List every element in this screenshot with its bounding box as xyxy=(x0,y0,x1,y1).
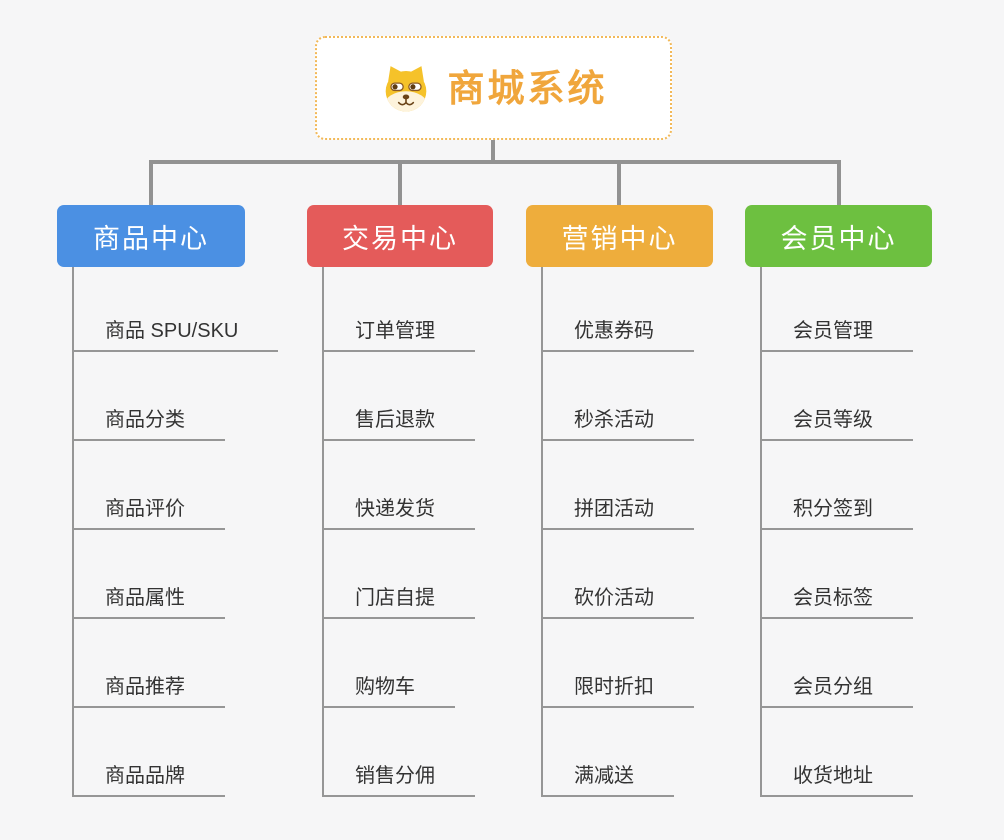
leaf-row: 销售分佣 xyxy=(322,708,475,797)
connector-drop-members xyxy=(837,160,841,207)
leaf-node[interactable]: 限时折扣 xyxy=(541,675,694,708)
leaf-node[interactable]: 拼团活动 xyxy=(541,497,694,530)
leaf-node[interactable]: 会员等级 xyxy=(760,408,913,441)
leaf-row: 拼团活动 xyxy=(541,441,694,530)
branch-children-marketing-center: 优惠券码 秒杀活动 拼团活动 砍价活动 限时折扣 满减送 xyxy=(541,267,694,797)
leaf-node[interactable]: 商品属性 xyxy=(72,586,225,619)
leaf-node[interactable]: 收货地址 xyxy=(760,764,913,797)
leaf-row: 门店自提 xyxy=(322,530,475,619)
leaf-row: 会员标签 xyxy=(760,530,913,619)
leaf-node[interactable]: 购物车 xyxy=(322,675,455,708)
leaf-node[interactable]: 售后退款 xyxy=(322,408,475,441)
leaf-node[interactable]: 满减送 xyxy=(541,764,674,797)
leaf-row: 订单管理 xyxy=(322,267,475,352)
leaf-row: 售后退款 xyxy=(322,352,475,441)
connector-drop-marketing xyxy=(617,160,621,207)
leaf-node[interactable]: 积分签到 xyxy=(760,497,913,530)
leaf-row: 快递发货 xyxy=(322,441,475,530)
leaf-row: 会员管理 xyxy=(760,267,913,352)
root-node[interactable]: 商城系统 xyxy=(315,36,672,140)
leaf-row: 收货地址 xyxy=(760,708,913,797)
branch-children-trade-center: 订单管理 售后退款 快递发货 门店自提 购物车 销售分佣 xyxy=(322,267,475,797)
leaf-row: 积分签到 xyxy=(760,441,913,530)
leaf-row: 商品 SPU/SKU xyxy=(72,267,279,352)
branch-node-marketing-center[interactable]: 营销中心 xyxy=(526,205,713,267)
branch-children-product-center: 商品 SPU/SKU 商品分类 商品评价 商品属性 商品推荐 商品品牌 xyxy=(72,267,279,797)
leaf-row: 砍价活动 xyxy=(541,530,694,619)
leaf-node[interactable]: 会员标签 xyxy=(760,586,913,619)
leaf-row: 商品品牌 xyxy=(72,708,278,797)
leaf-row: 购物车 xyxy=(322,619,475,708)
leaf-row: 商品分类 xyxy=(72,352,278,441)
leaf-row: 会员等级 xyxy=(760,352,913,441)
root-label: 商城系统 xyxy=(447,67,608,109)
leaf-row: 商品评价 xyxy=(72,441,278,530)
leaf-node[interactable]: 秒杀活动 xyxy=(541,408,694,441)
branch-node-trade-center[interactable]: 交易中心 xyxy=(307,205,493,267)
leaf-node[interactable]: 会员分组 xyxy=(760,675,913,708)
leaf-node[interactable]: 商品推荐 xyxy=(72,675,225,708)
leaf-row: 限时折扣 xyxy=(541,619,694,708)
leaf-node[interactable]: 销售分佣 xyxy=(322,764,475,797)
leaf-node[interactable]: 会员管理 xyxy=(760,319,913,352)
leaf-row: 秒杀活动 xyxy=(541,352,694,441)
leaf-node[interactable]: 门店自提 xyxy=(322,586,475,619)
leaf-node[interactable]: 商品 SPU/SKU xyxy=(72,319,279,352)
connector-drop-trade xyxy=(398,160,402,207)
leaf-node[interactable]: 商品品牌 xyxy=(72,764,225,797)
connector-drop-products xyxy=(149,160,153,207)
branch-node-member-center[interactable]: 会员中心 xyxy=(745,205,932,267)
leaf-node[interactable]: 优惠券码 xyxy=(541,319,694,352)
leaf-node[interactable]: 快递发货 xyxy=(322,497,475,530)
leaf-row: 优惠券码 xyxy=(541,267,694,352)
leaf-node[interactable]: 商品评价 xyxy=(72,497,225,530)
branch-children-member-center: 会员管理 会员等级 积分签到 会员标签 会员分组 收货地址 xyxy=(760,267,913,797)
leaf-row: 满减送 xyxy=(541,708,694,797)
connector-bus xyxy=(149,160,841,164)
leaf-row: 商品属性 xyxy=(72,530,278,619)
leaf-node[interactable]: 砍价活动 xyxy=(541,586,694,619)
leaf-row: 商品推荐 xyxy=(72,619,278,708)
leaf-row: 会员分组 xyxy=(760,619,913,708)
connector-root-stem xyxy=(491,140,495,162)
dog-face-icon xyxy=(385,66,426,112)
leaf-node[interactable]: 订单管理 xyxy=(322,319,475,352)
leaf-node[interactable]: 商品分类 xyxy=(72,408,225,441)
branch-node-product-center[interactable]: 商品中心 xyxy=(57,205,245,267)
